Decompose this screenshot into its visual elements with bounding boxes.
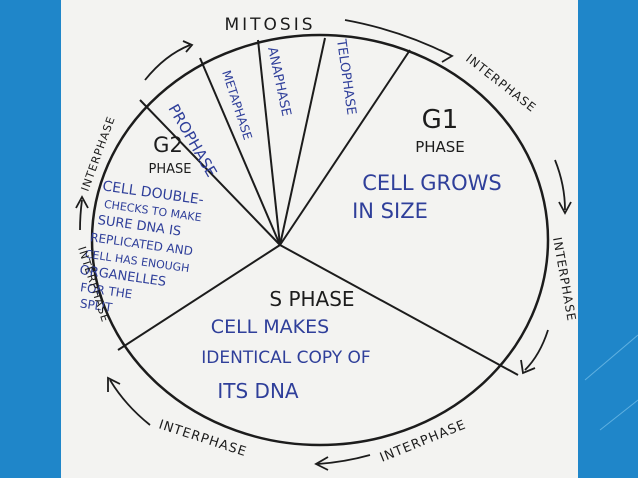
g1-text-line: CELL GROWS xyxy=(362,171,502,195)
telophase-label: TELOPHASE xyxy=(333,37,359,115)
interphase-label: INTERPHASE xyxy=(157,418,249,461)
g2-title: G2 xyxy=(153,133,183,157)
metaphase-label: METAPHASE xyxy=(219,69,255,142)
cycle-arrows xyxy=(75,19,572,471)
anaphase-label: ANAPHASE xyxy=(264,46,293,118)
g1-subtitle: PHASE xyxy=(415,138,465,156)
s-phase-text-line: CELL MAKES xyxy=(211,316,329,338)
s-phase-text-line: ITS DNA xyxy=(217,379,299,403)
s-phase-text-line: IDENTICAL COPY OF xyxy=(201,348,370,368)
interphase-label: INTERPHASE xyxy=(550,236,579,323)
g1-text-line: IN SIZE xyxy=(352,199,428,223)
decorative-lines xyxy=(584,334,638,431)
s-phase-title: S PHASE xyxy=(269,287,354,311)
g2-text-line: SPLIT xyxy=(79,296,114,314)
g2-subtitle: PHASE xyxy=(149,162,192,177)
cycle-circle xyxy=(90,33,550,447)
mitosis-title: MITOSIS xyxy=(224,15,315,35)
whiteboard xyxy=(61,0,578,478)
g1-title: G1 xyxy=(422,105,459,135)
interphase-label: INTERPHASE xyxy=(378,417,469,465)
interphase-label: INTERPHASE xyxy=(463,51,539,115)
phase-dividers xyxy=(117,37,519,376)
